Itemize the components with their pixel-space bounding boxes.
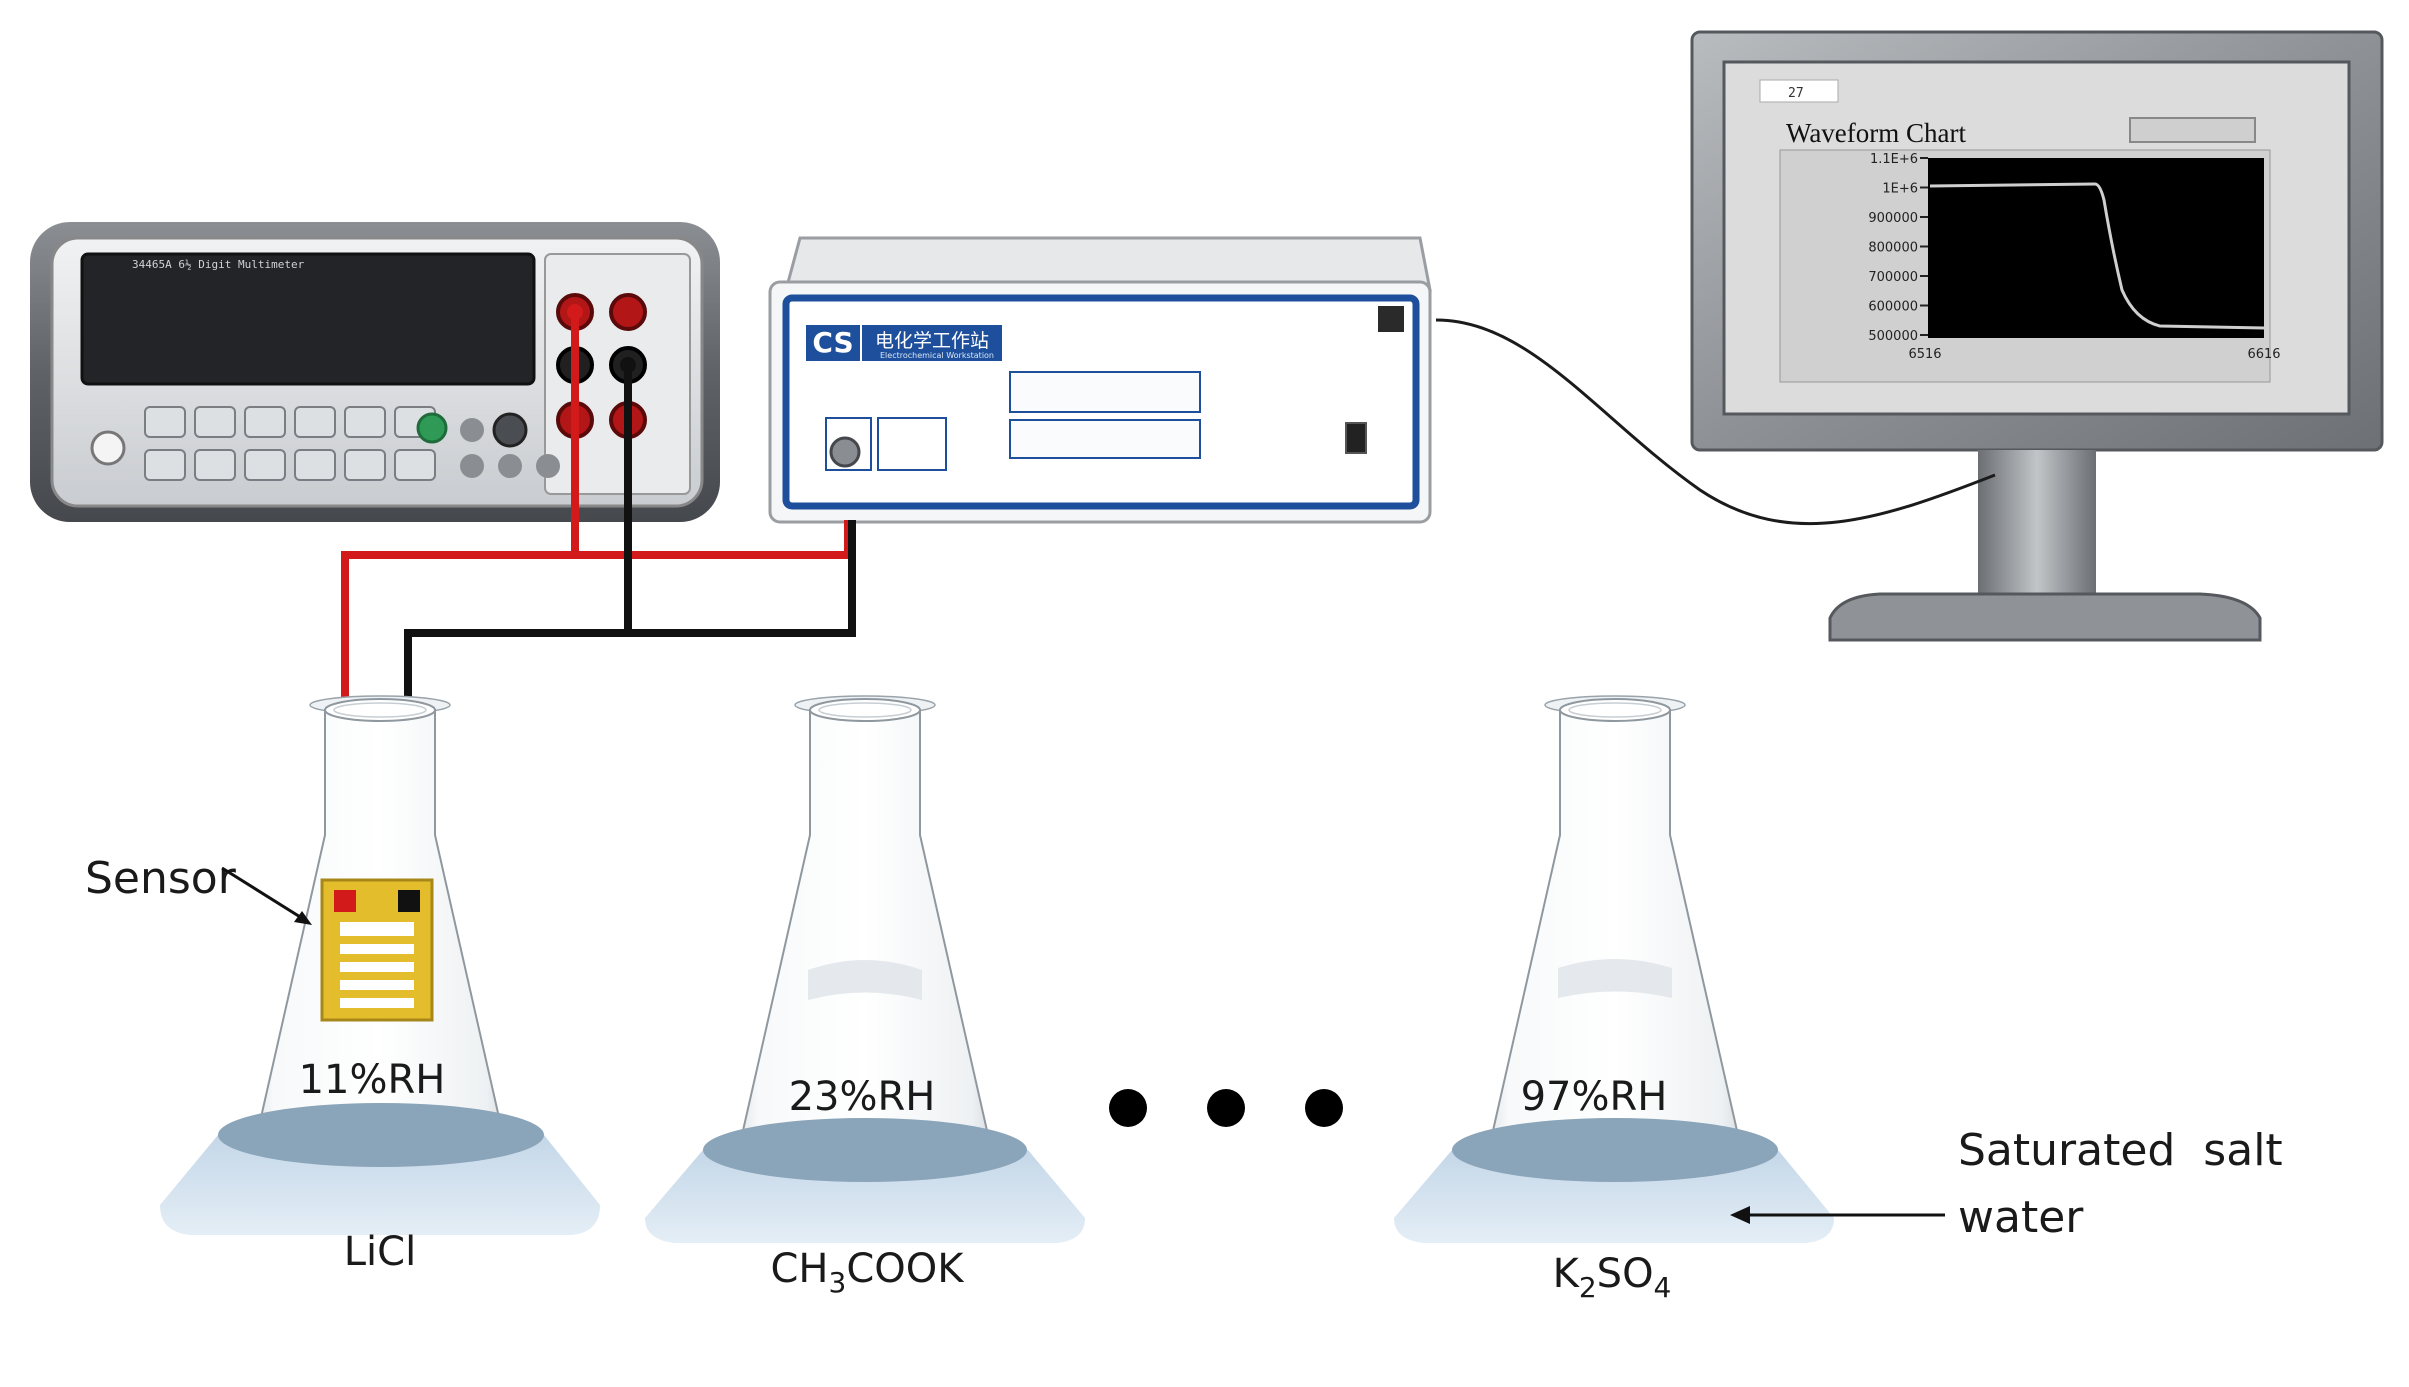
waveform-chart-title: Waveform Chart xyxy=(1786,118,1967,148)
monitor-base xyxy=(1828,592,2262,642)
x-tick-label: 6516 xyxy=(1908,347,1941,362)
saturated-label-line2: water xyxy=(1958,1192,2084,1243)
navigation-knob xyxy=(492,412,528,448)
computer-monitor: 27 Waveform Chart 1.1E+6 1E+6 900000 800000… xyxy=(1690,30,2384,642)
flask-1-rh: 11%RH xyxy=(299,1057,446,1103)
waveform-x-axis: 6516 6616 xyxy=(1908,347,2280,362)
range-indicator-panel xyxy=(1009,419,1201,459)
saturated-arrowhead xyxy=(1730,1206,1750,1224)
liquid-surface-k2so4 xyxy=(1452,1118,1778,1182)
sensor-arrowhead xyxy=(294,911,312,925)
y-tick-label: 900000 xyxy=(1868,211,1918,226)
waveform-plot-area xyxy=(1928,158,2264,338)
qr-code-icon xyxy=(1378,306,1404,332)
red-wire-workstation xyxy=(575,520,852,559)
status-indicator-panel xyxy=(1009,371,1201,413)
ellipsis-dot xyxy=(1109,1089,1147,1127)
y-tick-label: 700000 xyxy=(1868,270,1918,285)
waveform-trace xyxy=(1929,182,2265,330)
y-tick-label: 1E+6 xyxy=(1882,182,1918,197)
ellipsis-dot xyxy=(1305,1089,1343,1127)
monitor-stand xyxy=(1978,450,2096,610)
humidity-sensor xyxy=(320,878,434,1022)
salt-solutions xyxy=(160,959,1834,1243)
workstation-name-cn: 电化学工作站 xyxy=(875,330,989,352)
multimeter-model: 34465A 6½ Digit Multimeter xyxy=(132,258,305,271)
y-tick-label: 800000 xyxy=(1868,241,1918,256)
power-button xyxy=(90,430,126,466)
y-tick-label: 1.1E+6 xyxy=(1870,152,1918,167)
waveform-y-axis: 1.1E+6 1E+6 900000 800000 700000 600000 500000 xyxy=(1868,152,1928,344)
multimeter-keypad xyxy=(144,406,436,481)
workstation-name-en: Electrochemical Workstation xyxy=(880,351,994,360)
flask-3-salt: K2SO4 xyxy=(1553,1251,1672,1304)
cell-connector xyxy=(829,436,861,468)
electrochemical-workstation: CS 电化学工作站 Electrochemical Workstation xyxy=(768,236,1432,524)
flask-2-rh: 23%RH xyxy=(789,1074,936,1120)
ellipsis-dot xyxy=(1207,1089,1245,1127)
sensor-pointer xyxy=(221,866,306,922)
flask-3-rh: 97%RH xyxy=(1521,1074,1668,1120)
sensor-label: Sensor xyxy=(85,853,237,904)
y-tick-label: 600000 xyxy=(1868,300,1918,315)
screen-tag: 27 xyxy=(1788,86,1804,101)
multimeter-display xyxy=(80,252,536,386)
power-switch xyxy=(1345,422,1367,454)
liquid-surface-licl xyxy=(218,1103,544,1167)
data-cable xyxy=(1435,318,1996,526)
multimeter: 34465A 6½ Digit Multimeter xyxy=(30,222,720,522)
flask-1-salt: LiCl xyxy=(344,1229,416,1275)
multimeter-terminals xyxy=(556,293,647,439)
liquid-surface-ch3cook xyxy=(703,1118,1027,1182)
ellipsis-dots xyxy=(1109,1089,1343,1127)
workstation-brand: CS xyxy=(812,326,853,359)
flask-2-salt: CH3COOK xyxy=(771,1246,966,1299)
y-tick-label: 500000 xyxy=(1868,329,1918,344)
saturated-label-line1: Saturated salt xyxy=(1958,1125,2283,1176)
x-tick-label: 6616 xyxy=(2247,347,2280,362)
